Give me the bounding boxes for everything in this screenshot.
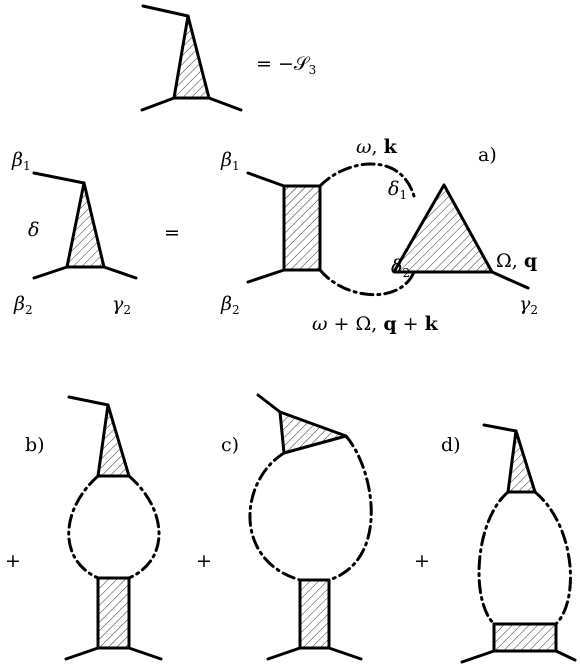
term-a-diagram xyxy=(246,162,530,297)
term-a-tag: a) xyxy=(478,144,497,166)
term-c-diagram xyxy=(248,393,373,661)
term-a-lower-propagator xyxy=(318,268,416,297)
vertex-triangle-lhs xyxy=(32,171,138,280)
term-a-upper-momentum-label: ω, k xyxy=(356,136,397,158)
term-b-plus: + xyxy=(5,550,21,572)
term-c-box-vertex xyxy=(298,578,331,650)
beta1-label: β1 xyxy=(12,149,31,173)
delta-label: δ xyxy=(28,219,40,241)
term-b-tag: b) xyxy=(25,434,45,456)
term-d-diagram xyxy=(460,423,577,664)
term-d-box-vertex xyxy=(492,622,558,653)
term-a-lower-momentum-label: ω + Ω, q + k xyxy=(312,313,438,335)
term-c-tag: c) xyxy=(221,434,240,456)
term-c-triangle-vertex xyxy=(278,410,348,455)
term-b-box-vertex xyxy=(96,576,131,650)
term-a-external-momentum-label: Ω, q xyxy=(496,250,538,272)
term-d-tag: d) xyxy=(441,434,461,456)
term-a-upper-propagator xyxy=(318,162,416,198)
term-a-beta1-label: β1 xyxy=(221,149,240,173)
term-c-plus: + xyxy=(196,550,212,572)
term-a-delta2-label: δ2 xyxy=(391,256,411,280)
minus-s3-label: = −𝒮3 xyxy=(256,53,317,77)
term-a-delta1-label: δ1 xyxy=(388,178,408,202)
equals-sign: = xyxy=(164,222,180,244)
term-b-diagram xyxy=(64,395,163,661)
term-d-triangle-vertex xyxy=(506,429,537,494)
term-d-plus: + xyxy=(414,550,430,572)
term-a-gamma2-label: γ2 xyxy=(519,293,538,317)
gamma2-label: γ2 xyxy=(112,293,131,317)
term-a-beta2-label: β2 xyxy=(221,293,240,317)
term-b-triangle-vertex xyxy=(96,403,131,478)
term-a-box-vertex xyxy=(282,184,322,272)
beta2-label: β2 xyxy=(14,293,33,317)
term-a-triangle-vertex xyxy=(392,183,494,274)
vertex-triangle-top xyxy=(140,4,243,112)
